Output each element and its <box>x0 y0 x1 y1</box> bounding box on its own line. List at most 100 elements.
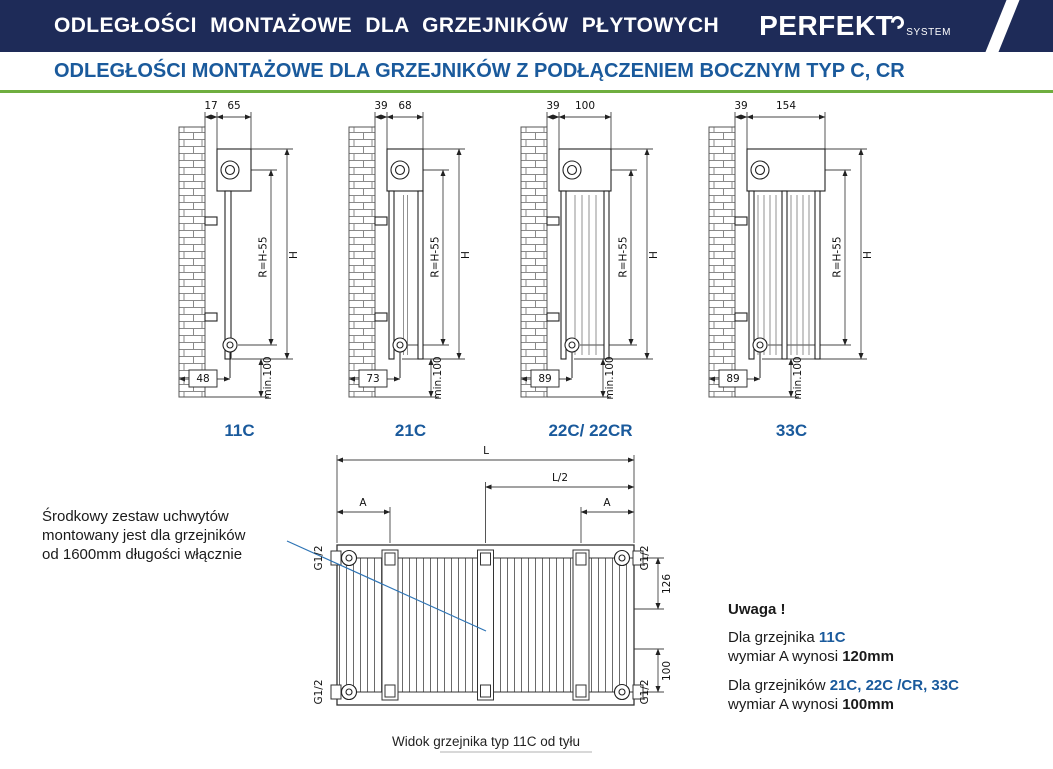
dim-bottom-offset: 73 <box>366 373 379 385</box>
mounting-bracket-center <box>477 549 494 701</box>
brand-subtitle: SYSTEM <box>906 27 951 38</box>
wall <box>348 126 375 398</box>
note-right: Uwaga ! Dla grzejnika 11C wymiar A wynos… <box>728 601 959 714</box>
dim-bracket-spacing: R=H-55 <box>617 236 629 277</box>
diagram-column-33c: 39 154 R=H-55 H min.100 89 33C <box>705 97 879 441</box>
dimension-labels: 39 68 R=H-55 H min.100 73 <box>358 100 472 400</box>
dim-height: H <box>460 251 472 259</box>
note-left: Środkowy zestaw uchwytów montowany jest … <box>42 507 245 564</box>
pipe-connections <box>330 549 644 701</box>
type-label-11c: 11C <box>224 421 255 440</box>
dimension-value: 120mm <box>842 648 894 665</box>
text: wymiar A wynosi <box>728 648 843 665</box>
dim-box <box>530 369 559 388</box>
rear-view-caption: Widok grzejnika typ 11C od tyłu <box>392 734 580 749</box>
conn-label-top-left: G1/2 <box>313 545 325 570</box>
dim-height: H <box>288 251 300 259</box>
page-title: ODLEGŁOŚCI MONTAŻOWE DLA GRZEJNIKÓW PŁYT… <box>54 14 720 37</box>
diagram-11c: 17 65 R=H-55 H min.100 48 <box>178 100 300 400</box>
dim-min-floor: min.100 <box>432 356 444 399</box>
conn-label-top-right: G1/2 <box>639 545 651 570</box>
note-left-line2: montowany jest dla grzejników <box>42 527 246 544</box>
radiator-side-view <box>733 148 826 378</box>
dimension-labels: 39 100 R=H-55 H min.100 89 <box>530 100 660 400</box>
dim-box <box>358 369 387 388</box>
text: Dla grzejników <box>728 677 830 694</box>
dim-bracket-spacing: R=H-55 <box>831 236 843 277</box>
diagram-column-22c: 39 100 R=H-55 H min.100 89 22C/ 22CR <box>517 97 665 441</box>
dim-height: H <box>648 251 660 259</box>
note-right-title: Uwaga ! <box>728 601 786 618</box>
dimension-labels: L L/2 A A G1/2 G1/2 G1/2 G1/2 126 100 <box>313 445 673 705</box>
radiator-side-view <box>373 148 424 378</box>
dim-conn-bottom: 100 <box>661 661 673 681</box>
dim-wall-offset: 17 <box>204 100 217 112</box>
brand-name: PERFEKT <box>759 10 894 41</box>
rear-view-diagram: L L/2 A A G1/2 G1/2 G1/2 G1/2 126 100 Wi… <box>286 445 673 753</box>
dim-conn-top: 126 <box>661 574 673 594</box>
dim-min-floor: min.100 <box>604 356 616 399</box>
dimension-labels: 39 154 R=H-55 H min.100 89 <box>718 100 874 400</box>
dim-depth: 154 <box>775 100 795 112</box>
dim-length: L <box>483 445 489 457</box>
dim-half-length: L/2 <box>552 472 568 484</box>
brand-logo: PERFEKT SYSTEM <box>759 12 951 40</box>
dimension-lines <box>520 112 653 398</box>
note-right-line3: Dla grzejników 21C, 22C /CR, 33C <box>728 676 959 695</box>
note-connector-line <box>286 540 487 632</box>
dim-depth: 100 <box>574 100 594 112</box>
dim-depth: 65 <box>227 100 240 112</box>
dim-height: H <box>862 251 874 259</box>
diagram-21c: 39 68 R=H-55 H min.100 73 <box>348 100 472 400</box>
dim-wall-offset: 39 <box>734 100 747 112</box>
text: wymiar A wynosi <box>728 696 843 713</box>
radiator-type-ref: 11C <box>818 629 846 646</box>
dim-bottom-offset: 89 <box>538 373 551 385</box>
type-label-21c: 21C <box>394 421 427 440</box>
dimension-lines <box>336 455 664 693</box>
type-label-33c: 33C <box>775 421 808 440</box>
radiator-side-view <box>203 148 252 378</box>
dim-depth: 68 <box>398 100 411 112</box>
conn-label-bottom-left: G1/2 <box>313 679 325 704</box>
dim-a-right: A <box>603 497 611 509</box>
bottom-section: L L/2 A A G1/2 G1/2 G1/2 G1/2 126 100 Wi… <box>0 441 1053 769</box>
diagram-22c: 39 100 R=H-55 H min.100 89 <box>520 100 660 400</box>
wall <box>520 126 547 398</box>
radiator-types-ref: 21C, 22C /CR, 33C <box>829 677 959 694</box>
mounting-bracket-right <box>572 549 590 701</box>
dimension-value: 100mm <box>842 696 894 713</box>
subheader-bar: ODLEGŁOŚCI MONTAŻOWE DLA GRZEJNIKÓW Z PO… <box>0 52 1053 93</box>
dim-bracket-spacing: R=H-55 <box>257 236 269 277</box>
dim-min-floor: min.100 <box>262 356 274 399</box>
note-right-line2: wymiar A wynosi 120mm <box>728 647 959 666</box>
radiator-side-view <box>545 148 612 378</box>
text: Dla grzejnika <box>728 629 819 646</box>
type-label-22c: 22C/ 22CR <box>548 421 633 440</box>
note-left-line1: Środkowy zestaw uchwytów <box>42 508 229 525</box>
dim-bottom-offset: 89 <box>726 373 739 385</box>
mounting-bracket-left <box>381 549 399 701</box>
conn-label-bottom-right: G1/2 <box>639 679 651 704</box>
dim-box <box>188 369 217 388</box>
header-diagonal-divider <box>985 0 1020 52</box>
subheader-title: ODLEGŁOŚCI MONTAŻOWE DLA GRZEJNIKÓW Z PO… <box>54 59 905 82</box>
dim-a-left: A <box>359 497 367 509</box>
dim-min-floor: min.100 <box>792 356 804 399</box>
wall <box>178 126 205 398</box>
dimension-lines <box>348 112 465 398</box>
dim-wall-offset: 39 <box>546 100 559 112</box>
dim-bracket-spacing: R=H-55 <box>429 236 441 277</box>
header-bar: ODLEGŁOŚCI MONTAŻOWE DLA GRZEJNIKÓW PŁYT… <box>0 0 1053 52</box>
diagram-column-11c: 17 65 R=H-55 H min.100 48 11C <box>175 97 305 441</box>
diagram-column-21c: 39 68 R=H-55 H min.100 73 21C <box>345 97 477 441</box>
note-right-line1: Dla grzejnika 11C <box>728 628 959 647</box>
dim-box <box>718 369 747 388</box>
wall <box>708 126 735 398</box>
note-left-line3: od 1600mm długości włącznie <box>42 546 243 563</box>
note-right-line4: wymiar A wynosi 100mm <box>728 695 959 714</box>
side-view-diagrams-row: 17 65 R=H-55 H min.100 48 11C <box>0 93 1053 441</box>
dimension-labels: 17 65 R=H-55 H min.100 48 <box>188 100 300 400</box>
dim-bottom-offset: 48 <box>196 373 209 385</box>
diagram-33c: 39 154 R=H-55 H min.100 89 <box>708 100 874 400</box>
